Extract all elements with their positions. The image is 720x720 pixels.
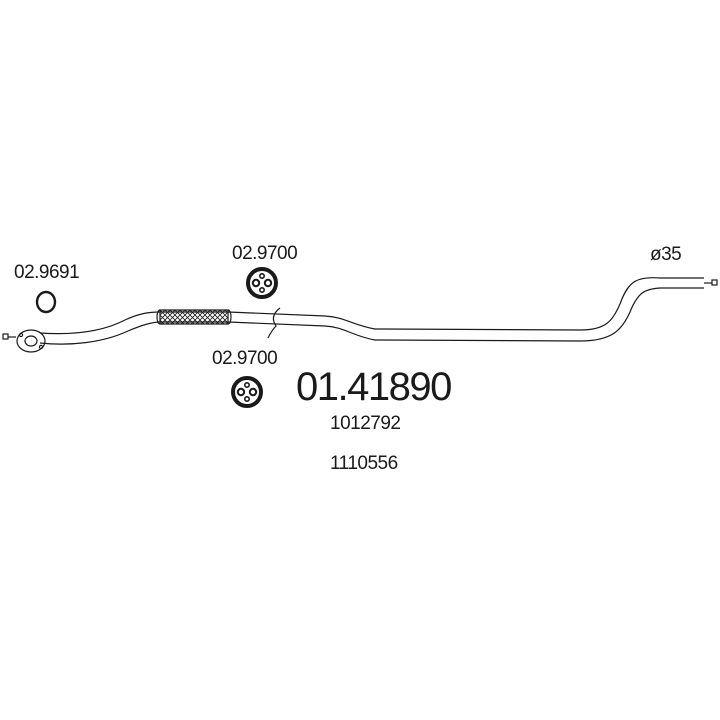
pipe-body: [39, 277, 704, 345]
rubber-hanger-icon: [246, 267, 278, 299]
flex-bellows-icon: [156, 309, 232, 325]
gasket-part-number: 02.9691: [14, 262, 80, 283]
inlet-flange: [2, 329, 46, 353]
hanger-top-part-number: 02.9700: [232, 243, 298, 264]
pipe-hanger-bracket: [267, 307, 281, 339]
oe-reference-1: 1012792: [330, 413, 401, 434]
pipe-diameter-label: ø35: [650, 244, 682, 265]
oe-reference-2: 1110556: [330, 453, 398, 474]
flange-icon: [16, 329, 46, 353]
inlet-stub: [2, 333, 9, 340]
ring-gasket-icon: [35, 290, 57, 314]
outlet-stub: [704, 279, 718, 286]
hanger-bottom-part-number: 02.9700: [212, 348, 278, 369]
main-part-number: 01.41890: [296, 365, 452, 409]
rubber-hanger-icon: [231, 376, 263, 408]
